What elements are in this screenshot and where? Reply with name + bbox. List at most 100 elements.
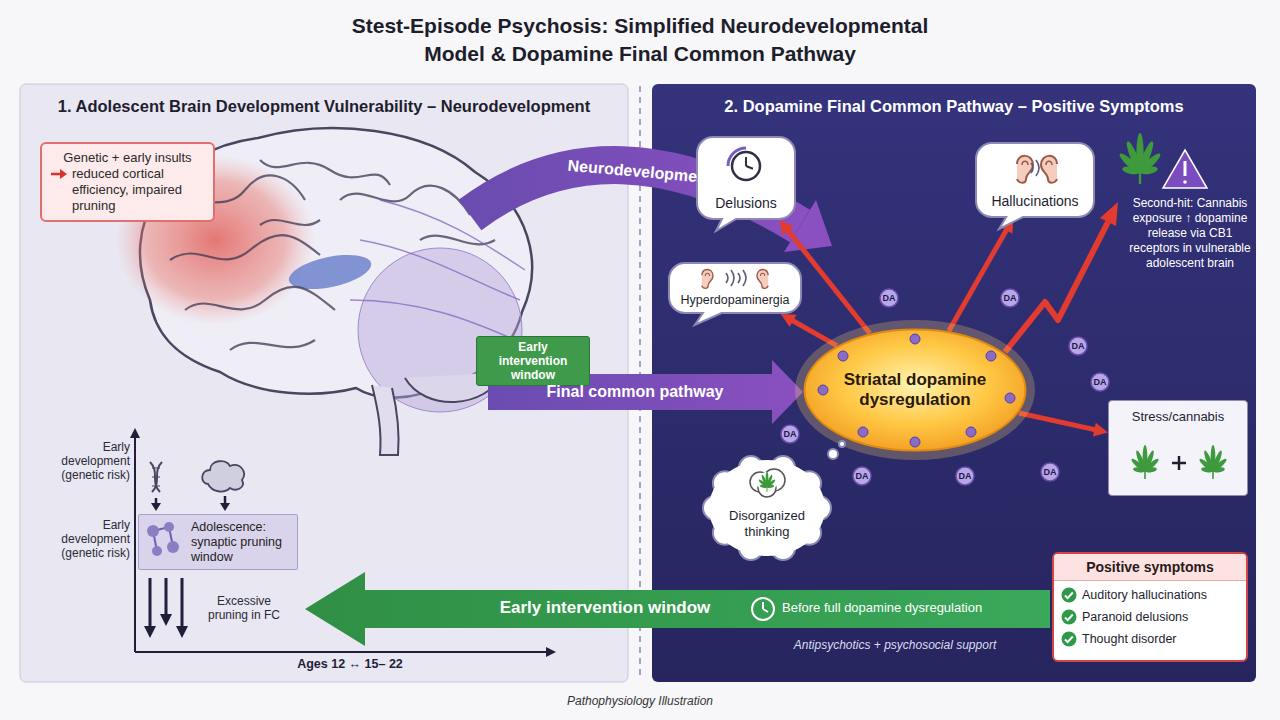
dopamine-tag: DA [1090,375,1110,389]
node-icon [164,522,174,532]
node-icon [1213,467,1226,474]
node-icon [1143,457,1160,473]
symptom-bubble-shape [1017,156,1033,183]
symptom-bubble-shape [702,270,713,289]
timeline-chart [224,496,227,504]
panel-heading: 2. Dopamine Final Common Pathway – Posit… [652,84,1256,116]
second-hit-art [1139,165,1158,175]
timeline-chart [152,468,160,486]
second-hit-art [1163,150,1207,188]
thought-cloud-shape [766,479,776,488]
symptom-bubble-shape [757,270,768,289]
axis-label: Ages 12 ↔ 15– 22 [260,657,440,672]
symptom-bubble: Hallucinations [975,142,1095,230]
node-text: Hyperdopaminergia [672,292,798,308]
second-hit-art [1184,161,1187,176]
brain-illustration [185,287,335,310]
window-tag: Early intervention window [476,336,590,386]
process-box: Genetic + early insultsreduced cortical … [40,142,215,222]
symptom-bubble-shape [702,270,713,289]
symptom-bubble-shape [746,166,753,169]
symptom-bubble-shape [1046,161,1052,165]
thought-cloud-shape [758,471,776,491]
node-text: Genetic + early insults [50,150,205,166]
node-icon [1211,457,1228,473]
symptom-bubble-shape [1041,156,1057,183]
node-icon [167,541,179,553]
dopamine-tag: DA [1040,465,1060,479]
node-text: Disorganized thinking [715,508,819,540]
second-hit-art [1139,172,1141,184]
dopamine-dots [1091,373,1109,391]
early-intervention-arrow [305,572,1050,646]
dopamine-tag: DA [780,427,800,441]
striatum-oval-shape [805,330,1026,451]
second-hit-art [1183,180,1187,184]
dopamine-tag: DA [955,469,975,483]
timeline-chart [135,651,547,653]
dopamine-dots [853,467,871,485]
arrow-head [779,220,793,235]
striatum-oval-shape [818,385,828,395]
early-intervention-arrow [305,572,1050,646]
thought-cloud-shape [767,487,768,492]
node-item: reduced cortical efficiency, impaired pr… [50,166,205,214]
symptom-bubble-shape [1041,156,1057,183]
diagram-caption: Pathophysiology Illustration [440,694,840,709]
symptom-bubble: Hyperdopaminergia [668,262,802,326]
node-icon [1130,445,1160,479]
node-text: Positive symptoms [1054,554,1246,581]
dopamine-tag: DA [1068,339,1088,353]
arrow-head [1093,423,1108,437]
timeline-chart [176,626,188,638]
node-text: Delusions [702,195,790,212]
brain-illustration [170,235,320,260]
panel: 1. Adolescent Brain Development Vulnerab… [20,84,628,682]
axis-label: Early development (genetic risk) [38,518,130,560]
arrow-label: Final common pathway [505,382,765,401]
brain-illustration [360,240,520,300]
node-icon [147,525,159,537]
timeline-chart [150,462,162,492]
dopamine-tag: DA [879,291,899,305]
striatum-oval-shape [818,334,1015,447]
arrow-head [781,314,797,327]
thought-cloud-shape [767,484,775,488]
timeline-chart [220,503,230,511]
striatum-oval-shape [858,427,868,437]
timeline-chart [181,578,184,628]
dopamine-tag: DA [1000,291,1020,305]
second-hit-art [1100,202,1118,226]
striatum-oval-shape [1005,393,1015,403]
striatum-oval-shape [966,427,976,437]
timeline-chart [151,503,161,511]
striatum-oval-shape [910,334,920,344]
axis-label: Early development (genetic risk) [38,440,130,482]
symptom-bubble-shape [705,273,709,276]
factor-box: Stress/cannabis [1108,400,1248,496]
second-hit-art [1138,151,1163,174]
striatum-oval-shape [986,351,996,361]
node-text: Adolescence: synaptic pruning window [191,520,291,565]
node-icon [1198,445,1228,479]
diagram-title: Stest-Episode Psychosis: Simplified Neur… [260,12,1020,68]
timeline-chart [546,647,556,657]
symptom-bubble-shape [726,270,734,286]
brain-illustration [260,160,390,185]
node-icon [1172,456,1186,470]
symptom-list: Positive symptomsAuditory hallucinations… [1052,552,1248,662]
node-icon [1145,467,1158,474]
symptom-bubble-shape [757,270,768,289]
symptom-bubble-shape [669,263,801,325]
node-text: Hallucinations [981,193,1089,210]
timeline-chart [149,578,152,628]
connector-line [949,228,1008,331]
thought-cloud-shape [709,460,825,556]
node-icon [1212,471,1214,479]
striatum-oval-shape [910,437,920,447]
dopamine-dots [956,467,974,485]
timeline-chart [165,578,168,616]
early-intervention-arrow [763,602,768,612]
